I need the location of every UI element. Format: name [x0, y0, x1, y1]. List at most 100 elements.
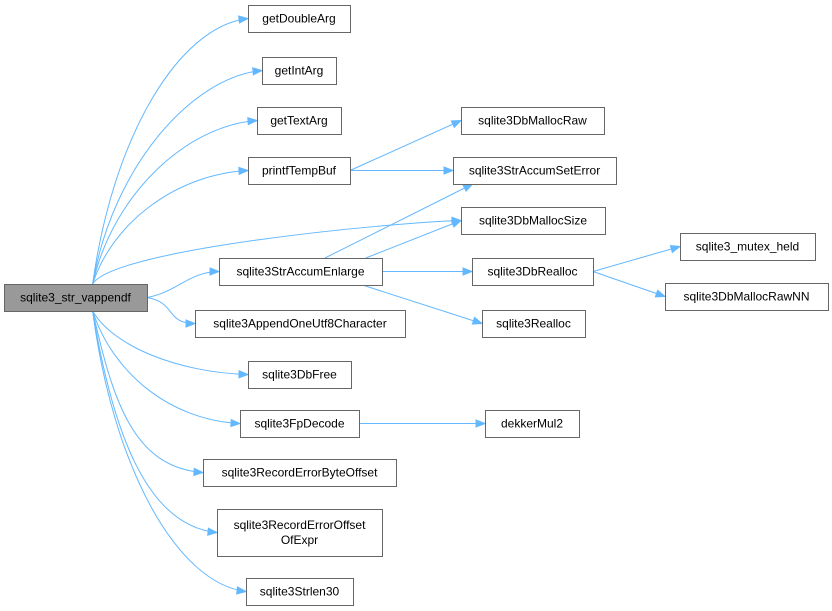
- node-label: getTextArg: [270, 114, 327, 128]
- node-sqlite3-db-malloc-raw[interactable]: sqlite3DbMallocRaw: [461, 107, 605, 135]
- node-box: [248, 361, 352, 389]
- edge-sqlite3-str-vappendf-to-sqlite3-db-malloc-size: [92, 220, 462, 285]
- node-get-double-arg[interactable]: getDoubleArg: [248, 5, 351, 33]
- node-label: sqlite3Strlen30: [260, 585, 340, 599]
- node-label: sqlite3DbMallocSize: [479, 214, 587, 228]
- edge-sqlite3-db-realloc-to-sqlite3-mutex-held-arrowhead: [669, 245, 682, 254]
- node-box: [203, 459, 397, 487]
- node-box: [453, 157, 617, 185]
- edge-printf-temp-buf-to-sqlite3-db-malloc-raw-arrowhead: [450, 119, 463, 129]
- node-label: getDoubleArg: [262, 12, 335, 26]
- edge-sqlite3-str-vappendf-to-sqlite3-strlen30-arrowhead: [236, 586, 248, 595]
- node-get-int-arg[interactable]: getIntArg: [262, 57, 337, 85]
- node-label: sqlite3AppendOneUtf8Character: [213, 317, 386, 331]
- node-label: OfExpr: [281, 533, 318, 547]
- edge-sqlite3-str-vappendf-to-get-text-arg: [92, 120, 258, 285]
- node-sqlite3-str-accum-enlarge[interactable]: sqlite3StrAccumEnlarge: [219, 258, 383, 286]
- edge-sqlite3-str-vappendf-to-sqlite3-fp-decode: [92, 310, 241, 424]
- node-box: [4, 284, 148, 312]
- edge-sqlite3-str-vappendf-to-get-double-arg-arrowhead: [238, 15, 250, 24]
- node-sqlite3-mutex-held[interactable]: sqlite3_mutex_held: [680, 233, 816, 261]
- node-label: sqlite3RecordErrorOffset: [234, 518, 366, 532]
- node-sqlite3-db-free[interactable]: sqlite3DbFree: [248, 361, 352, 389]
- node-label: dekkerMul2: [501, 417, 563, 431]
- edge-sqlite3-str-vappendf-to-sqlite3-str-accum-enlarge: [146, 271, 220, 298]
- edge-printf-temp-buf-to-sqlite3-db-malloc-raw: [349, 120, 462, 171]
- node-box: [257, 107, 342, 135]
- node-box: [665, 283, 829, 311]
- node-box: [217, 509, 383, 557]
- nodes-layer: sqlite3_str_vappendf getDoubleArg getIntAr…: [4, 5, 829, 606]
- edge-sqlite3-str-vappendf-to-sqlite3-fp-decode-arrowhead: [230, 418, 242, 428]
- edge-sqlite3-fp-decode-to-dekker-mul2-arrowhead: [475, 419, 487, 428]
- node-get-text-arg[interactable]: getTextArg: [257, 107, 342, 135]
- edge-sqlite3-db-realloc-to-sqlite3-db-malloc-raw-nn-arrowhead: [654, 289, 667, 298]
- node-label: sqlite3_str_vappendf: [20, 291, 131, 305]
- edge-sqlite3-str-vappendf-to-sqlite3-record-error-offset-of-expr: [92, 310, 218, 533]
- node-sqlite3-realloc[interactable]: sqlite3Realloc: [482, 310, 586, 338]
- node-box: [246, 578, 354, 606]
- edge-sqlite3-str-vappendf-to-printf-temp-buf-arrowhead: [238, 166, 250, 176]
- node-box: [680, 233, 816, 261]
- edge-sqlite3-str-vappendf-to-sqlite3-record-error-byte-offset-arrowhead: [193, 467, 205, 477]
- node-sqlite3-append-one-utf8-character[interactable]: sqlite3AppendOneUtf8Character: [195, 310, 406, 338]
- node-label: sqlite3StrAccumEnlarge: [236, 265, 364, 279]
- edges-layer: [92, 15, 682, 595]
- node-box: [485, 410, 580, 438]
- edge-sqlite3-str-accum-enlarge-to-sqlite3-db-malloc-size-arrowhead: [450, 219, 463, 228]
- edge-sqlite3-str-vappendf-to-printf-temp-buf: [92, 170, 249, 285]
- edge-sqlite3-str-vappendf-to-get-text-arg-arrowhead: [247, 116, 259, 126]
- node-label: sqlite3DbFree: [262, 368, 337, 382]
- node-box: [248, 5, 351, 33]
- node-sqlite3-db-malloc-size[interactable]: sqlite3DbMallocSize: [461, 207, 606, 235]
- node-box: [240, 410, 360, 438]
- node-label: sqlite3FpDecode: [254, 417, 344, 431]
- node-sqlite3-strlen30[interactable]: sqlite3Strlen30: [246, 578, 354, 606]
- node-box: [248, 157, 351, 185]
- edge-printf-temp-buf-to-sqlite3-str-accum-set-error-arrowhead: [443, 166, 455, 175]
- node-label: getIntArg: [275, 64, 324, 78]
- edge-sqlite3-str-vappendf-to-get-double-arg: [92, 18, 249, 285]
- node-sqlite3-db-malloc-raw-nn[interactable]: sqlite3DbMallocRawNN: [665, 283, 829, 311]
- node-sqlite3-fp-decode[interactable]: sqlite3FpDecode: [240, 410, 360, 438]
- node-box: [219, 258, 383, 286]
- node-label: sqlite3StrAccumSetError: [469, 164, 600, 178]
- node-dekker-mul2[interactable]: dekkerMul2: [485, 410, 580, 438]
- node-printf-temp-buf[interactable]: printfTempBuf: [248, 157, 351, 185]
- edge-sqlite3-db-realloc-to-sqlite3-db-malloc-raw-nn: [592, 271, 666, 297]
- node-label: sqlite3DbMallocRaw: [478, 114, 587, 128]
- node-sqlite3-str-vappendf[interactable]: sqlite3_str_vappendf: [4, 284, 148, 312]
- node-label: sqlite3DbRealloc: [487, 265, 577, 279]
- edge-sqlite3-str-vappendf-to-sqlite3-str-accum-enlarge-arrowhead: [209, 267, 221, 276]
- edge-sqlite3-db-realloc-to-sqlite3-mutex-held: [592, 246, 681, 272]
- edge-sqlite3-str-vappendf-to-sqlite3-record-error-offset-of-expr-arrowhead: [207, 527, 219, 536]
- edge-sqlite3-str-vappendf-to-get-int-arg: [92, 70, 263, 285]
- node-label: sqlite3DbMallocRawNN: [683, 290, 809, 304]
- edge-sqlite3-str-vappendf-to-sqlite3-append-one-utf8-character-arrowhead: [185, 319, 197, 328]
- edge-sqlite3-str-accum-enlarge-to-sqlite3-realloc-arrowhead: [471, 316, 484, 325]
- edge-sqlite3-str-accum-enlarge-to-sqlite3-str-accum-set-error: [324, 183, 473, 259]
- edge-sqlite3-str-accum-enlarge-to-sqlite3-realloc: [362, 284, 483, 324]
- node-sqlite3-record-error-byte-offset[interactable]: sqlite3RecordErrorByteOffset: [203, 459, 397, 487]
- node-box: [461, 107, 605, 135]
- node-sqlite3-db-realloc[interactable]: sqlite3DbRealloc: [472, 258, 594, 286]
- edge-sqlite3-str-accum-enlarge-to-sqlite3-db-malloc-size: [365, 220, 462, 259]
- node-label: sqlite3_mutex_held: [696, 240, 799, 254]
- node-box: [482, 310, 586, 338]
- node-sqlite3-str-accum-set-error[interactable]: sqlite3StrAccumSetError: [453, 157, 617, 185]
- node-box: [461, 207, 606, 235]
- edge-sqlite3-str-vappendf-to-sqlite3-record-error-byte-offset: [92, 310, 204, 473]
- node-label: printfTempBuf: [262, 164, 337, 178]
- node-box: [195, 310, 406, 338]
- edge-sqlite3-str-vappendf-to-sqlite3-db-free-arrowhead: [238, 370, 250, 379]
- node-box: [472, 258, 594, 286]
- edge-sqlite3-str-vappendf-to-sqlite3-db-free: [92, 310, 249, 375]
- edge-sqlite3-str-accum-enlarge-to-sqlite3-str-accum-set-error-arrowhead: [462, 183, 474, 193]
- edge-sqlite3-str-vappendf-to-sqlite3-strlen30: [92, 310, 247, 592]
- node-label: sqlite3RecordErrorByteOffset: [222, 466, 379, 480]
- edge-sqlite3-str-vappendf-to-get-int-arg-arrowhead: [252, 67, 264, 76]
- node-label: sqlite3Realloc: [496, 317, 571, 331]
